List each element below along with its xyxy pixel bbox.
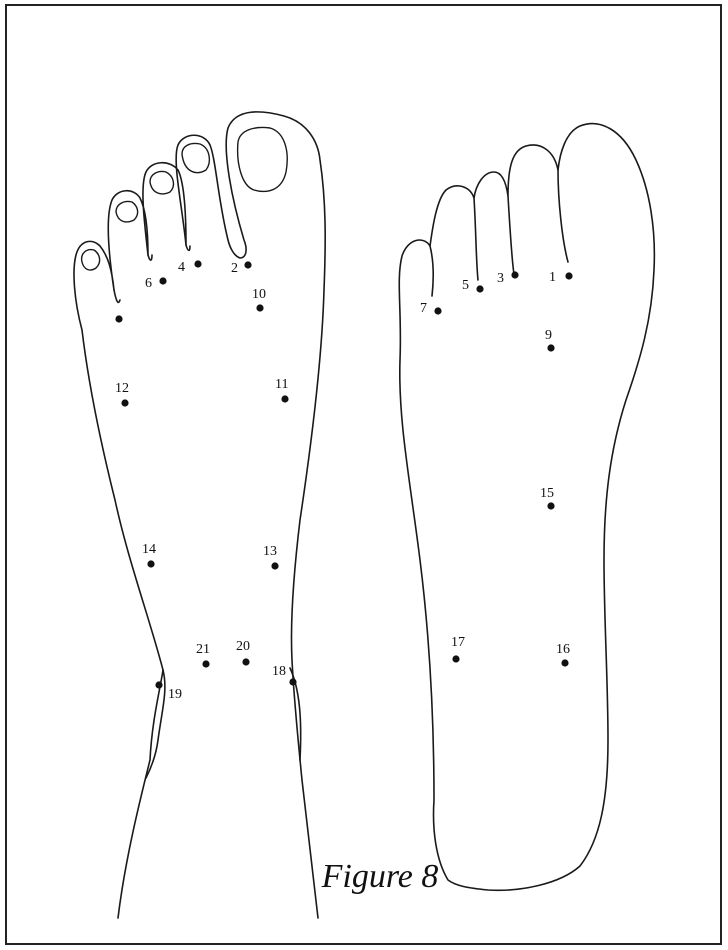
- point-20-label: 20: [236, 639, 250, 654]
- point-13-dot: [271, 562, 278, 569]
- point-16-label: 16: [556, 642, 570, 657]
- point-2-dot: [244, 261, 251, 268]
- point-8-dot: [115, 315, 122, 322]
- point-14-label: 14: [142, 542, 156, 557]
- dorsal-foot-outline: [74, 112, 325, 918]
- point-13-label: 13: [263, 544, 277, 559]
- point-11-dot: [281, 395, 288, 402]
- point-21-label: 21: [196, 642, 210, 657]
- point-1-label: 1: [549, 270, 556, 285]
- point-19-dot: [155, 681, 162, 688]
- point-10-dot: [256, 304, 263, 311]
- point-16-dot: [561, 659, 568, 666]
- point-15-label: 15: [540, 486, 554, 501]
- point-17-dot: [452, 655, 459, 662]
- point-12-label: 12: [115, 381, 129, 396]
- point-5-label: 5: [462, 278, 469, 293]
- point-3-label: 3: [497, 271, 504, 286]
- point-2-label: 2: [231, 261, 238, 276]
- point-7-dot: [434, 307, 441, 314]
- point-4-dot: [194, 260, 201, 267]
- point-5-dot: [476, 285, 483, 292]
- point-9-dot: [547, 344, 554, 351]
- point-18-dot: [289, 678, 296, 685]
- point-7-label: 7: [420, 301, 427, 316]
- point-21-dot: [202, 660, 209, 667]
- point-14-dot: [147, 560, 154, 567]
- point-3-dot: [511, 271, 518, 278]
- point-18-label: 18: [272, 664, 286, 679]
- point-15-dot: [547, 502, 554, 509]
- point-10-label: 10: [252, 287, 266, 302]
- point-12-dot: [121, 399, 128, 406]
- plantar-foot-outline: [399, 124, 654, 891]
- point-1-dot: [565, 272, 572, 279]
- point-19-label: 19: [168, 687, 182, 702]
- point-4-label: 4: [178, 260, 185, 275]
- point-9-label: 9: [545, 328, 552, 343]
- figure-caption: Figure 8: [300, 858, 460, 896]
- point-6-dot: [159, 277, 166, 284]
- point-17-label: 17: [451, 635, 465, 650]
- point-6-label: 6: [145, 276, 152, 291]
- point-20-dot: [242, 658, 249, 665]
- point-11-label: 11: [275, 377, 288, 392]
